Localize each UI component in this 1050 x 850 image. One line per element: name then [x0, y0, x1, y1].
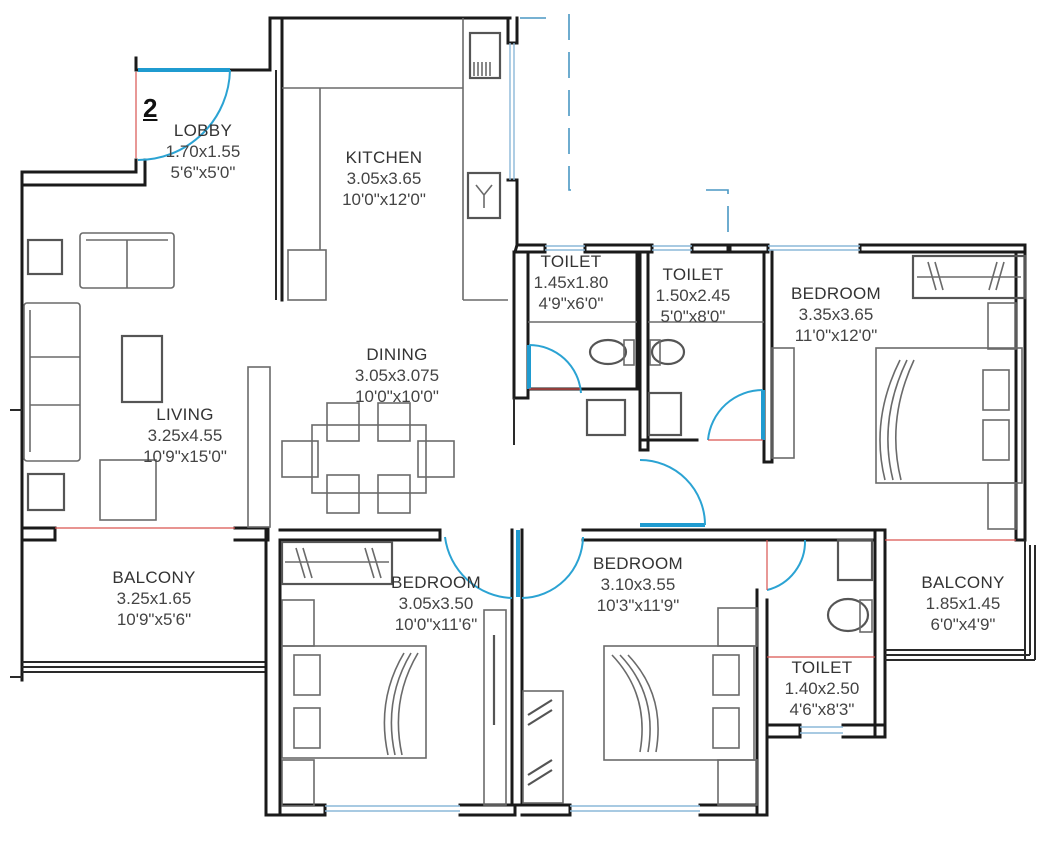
kitchen-fixtures [282, 18, 508, 301]
room-name: TOILET [540, 252, 602, 271]
room-label-bedroom-2: BEDROOM 3.05x3.50 10'0"x11'6" [391, 572, 481, 635]
room-dimensions-metric: 1.50x2.45 [655, 286, 731, 305]
entrance-door-swing[interactable] [137, 69, 231, 161]
room-dimensions-imperial: 10'0"x11'6" [394, 615, 478, 634]
room-dimensions-imperial: 4'6"x8'3" [789, 700, 855, 719]
room-name: LIVING [156, 405, 214, 424]
room-dimensions-metric: 1.45x1.80 [533, 273, 609, 292]
partition-panel [247, 366, 271, 528]
tv-unit-icon [771, 347, 795, 459]
duct-outline [520, 14, 729, 240]
bed-icon [281, 645, 427, 759]
room-name: BEDROOM [391, 573, 481, 592]
room-dimensions-metric: 3.05x3.65 [346, 169, 422, 188]
dining-set [281, 402, 455, 514]
toilet-1-door-swing[interactable] [528, 343, 582, 394]
room-name: TOILET [662, 265, 724, 284]
room-dimensions-imperial: 10'3"x11'9" [596, 596, 680, 615]
unit-number: 2 [143, 93, 158, 123]
bedroom-2-furniture [280, 540, 507, 807]
bedroom-2-door-swing[interactable] [444, 536, 513, 599]
room-name: TOILET [791, 658, 853, 677]
room-name: BEDROOM [593, 554, 683, 573]
room-dimensions-metric: 3.05x3.075 [354, 366, 440, 385]
room-name: BALCONY [921, 573, 1005, 592]
bedroom-1-furniture [771, 254, 1027, 530]
bed-icon [603, 645, 755, 761]
wc-icon [826, 597, 870, 633]
room-dimensions-metric: 3.35x3.65 [798, 305, 874, 324]
wardrobe-icon [911, 254, 1027, 300]
room-dimensions-imperial: 10'0"x10'0" [355, 387, 439, 406]
room-dimensions-imperial: 10'9"x5'6" [116, 610, 192, 629]
tv-unit-icon [483, 609, 507, 806]
toilet-2-door-swing[interactable] [707, 388, 764, 441]
hob-icon [466, 171, 502, 220]
sink-icon [468, 31, 502, 80]
room-dimensions-metric: 3.10x3.55 [600, 575, 676, 594]
bedroom-3-door-swing[interactable] [521, 536, 584, 599]
side-table-icon [26, 238, 64, 276]
wc-icon [650, 338, 686, 366]
wc-icon [588, 338, 628, 366]
room-dimensions-metric: 1.40x2.50 [784, 679, 860, 698]
bed-icon [875, 347, 1023, 484]
room-dimensions-imperial: 4'9"x6'0" [538, 294, 604, 313]
room-dimensions-imperial: 5'0"x8'0" [660, 307, 726, 326]
room-label-kitchen: KITCHEN 3.05x3.65 10'0"x12'0" [342, 147, 426, 210]
room-dimensions-imperial: 10'9"x15'0" [143, 447, 227, 466]
room-label-bedroom-3: BEDROOM 3.10x3.55 10'3"x11'9" [593, 553, 683, 616]
room-label-balcony-2: BALCONY 1.85x1.45 6'0"x4'9" [921, 572, 1004, 635]
room-name: KITCHEN [345, 148, 423, 167]
room-name: DINING [366, 345, 428, 364]
room-label-balcony-1: BALCONY 3.25x1.65 10'9"x5'6" [112, 567, 195, 630]
room-dimensions-imperial: 10'0"x12'0" [342, 190, 426, 209]
room-dimensions-metric: 1.85x1.45 [925, 594, 1001, 613]
room-name: BEDROOM [791, 284, 881, 303]
room-label-dining: DINING 3.05x3.075 10'0"x10'0" [355, 344, 439, 407]
washbasin-icon [585, 398, 627, 437]
toilet-3-door-swing[interactable] [766, 539, 807, 591]
room-dimensions-metric: 1.70x1.55 [165, 142, 241, 161]
sofa-icon [23, 302, 81, 462]
room-name: LOBBY [173, 121, 233, 140]
armchair-icon [99, 459, 157, 521]
bedroom-1-door-swing[interactable] [639, 459, 706, 526]
room-dimensions-imperial: 6'0"x4'9" [930, 615, 996, 634]
room-label-lobby: LOBBY 1.70x1.55 5'6"x5'0" [166, 120, 241, 183]
doors[interactable] [55, 68, 1016, 658]
windows [325, 43, 860, 812]
room-dimensions-imperial: 11'0"x12'0" [794, 326, 878, 345]
washbasin-icon [647, 391, 683, 437]
wardrobe-icon [522, 690, 564, 804]
coffee-table-icon [120, 334, 164, 404]
wardrobe-icon [280, 540, 394, 586]
room-label-toilet-2: TOILET 1.50x2.45 5'0"x8'0" [656, 264, 731, 327]
room-label-living: LIVING 3.25x4.55 10'9"x15'0" [143, 404, 227, 467]
dining-table-icon [311, 424, 427, 494]
bedroom-3-furniture [522, 607, 758, 806]
side-table-icon [26, 472, 66, 512]
living-furniture [23, 232, 271, 528]
room-name: BALCONY [112, 568, 196, 587]
room-dimensions-metric: 3.05x3.50 [398, 594, 474, 613]
washbasin-icon [836, 538, 874, 582]
toilet-fixtures [528, 321, 874, 633]
room-label-bedroom-1: BEDROOM 3.35x3.65 11'0"x12'0" [791, 283, 881, 346]
room-label-toilet-3: TOILET 1.40x2.50 4'6"x8'3" [785, 657, 860, 720]
room-dimensions-metric: 3.25x1.65 [116, 589, 192, 608]
room-label-toilet-1: TOILET 1.45x1.80 4'9"x6'0" [534, 251, 609, 314]
room-dimensions-imperial: 5'6"x5'0" [170, 163, 236, 182]
room-dimensions-metric: 3.25x4.55 [147, 426, 223, 445]
